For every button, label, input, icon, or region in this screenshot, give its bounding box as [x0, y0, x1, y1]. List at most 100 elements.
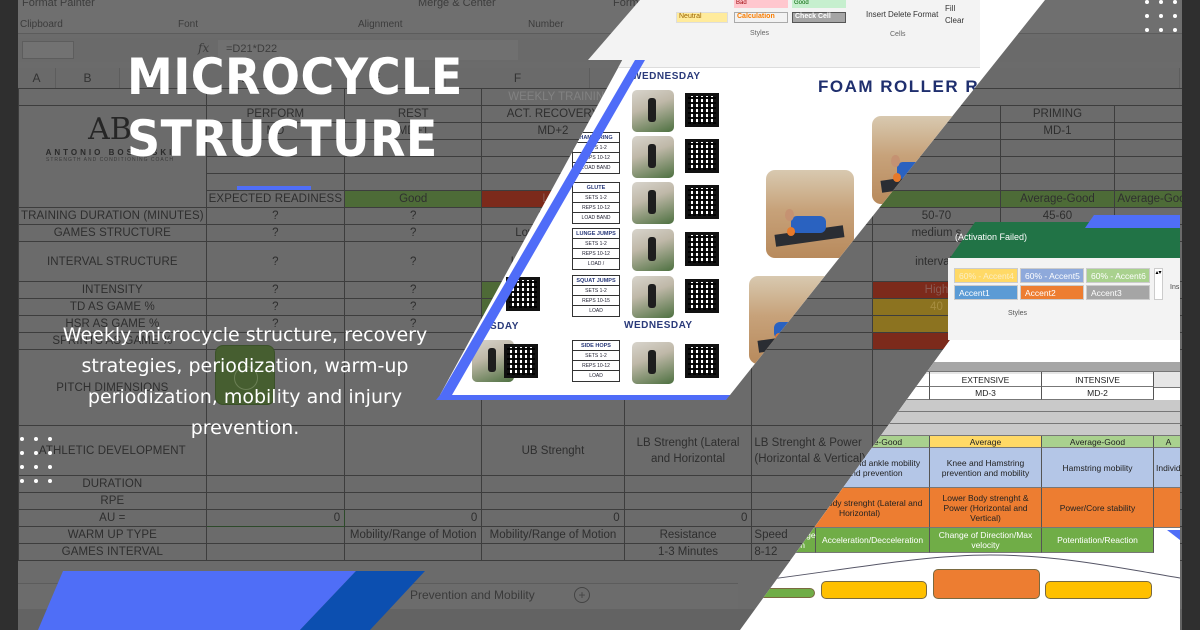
styles-group-label: Styles	[750, 30, 770, 37]
delete-button[interactable]: Delete	[888, 10, 912, 19]
column-header-e[interactable]: E	[308, 68, 446, 88]
cell-styles-gallery: 60% - Accent4 60% - Accent5 60% - Accent…	[948, 258, 1180, 340]
style-accent5[interactable]: 60% - Accent5	[1020, 268, 1084, 283]
ruler	[580, 60, 980, 68]
qr-code-icon[interactable]	[685, 185, 719, 219]
style-accent1[interactable]: Accent1	[954, 285, 1018, 300]
style-accent2[interactable]: Accent2	[1020, 285, 1084, 300]
md-label[interactable]: MD+1	[344, 122, 483, 140]
exercise-photo	[632, 136, 674, 178]
readiness-cell[interactable]: Average-Good	[1114, 190, 1195, 208]
style-accent3[interactable]: Accent3	[1086, 285, 1150, 300]
load-bar	[745, 588, 815, 598]
hero-title: MICROCYCLE STRUCTURE	[127, 46, 463, 170]
speed-cell[interactable]: Acceleration/Decceleration	[816, 528, 930, 553]
insert-button[interactable]: Ins	[1170, 284, 1180, 291]
load-bar	[821, 581, 927, 599]
cells-editing-ribbon: Insert Delete Format Cells Fill Clear	[860, 0, 980, 60]
hero-title-line2: STRUCTURE	[127, 110, 438, 168]
style-check-cell[interactable]: Check Cell	[792, 12, 846, 23]
sheet-tab-prevention[interactable]: Prevention and Mobility	[410, 588, 535, 602]
exercise-photo	[632, 229, 674, 271]
readiness-cell[interactable]: Good	[344, 190, 483, 208]
day-label[interactable]: ACT. RECOVERY	[481, 105, 625, 123]
style-accent6[interactable]: 60% - Accent6	[1086, 268, 1150, 283]
ribbon-group-font: Font	[178, 19, 199, 30]
format-button[interactable]: Format	[913, 10, 939, 19]
row-label: GAMES INTERVAL	[18, 543, 207, 561]
style-calculation[interactable]: Calculation	[734, 12, 788, 23]
readiness-cell[interactable]: Average	[930, 436, 1042, 448]
column-header-a[interactable]: A	[18, 68, 56, 88]
day-header: WEDNESDAY	[624, 320, 693, 331]
format-painter-button[interactable]: Format Painter	[22, 0, 95, 9]
clear-button[interactable]: Clear	[945, 16, 965, 25]
formula-input[interactable]: =D21*D22	[218, 40, 518, 60]
hero-subtitle: Weekly microcycle structure, recovery st…	[62, 324, 428, 439]
column-header-d[interactable]: D	[184, 68, 308, 88]
logo-cell	[18, 105, 207, 208]
fx-icon[interactable]: fx	[198, 41, 210, 55]
readiness-cell[interactable]: Average-Good	[1042, 436, 1154, 448]
row-label: TD AS GAME %	[18, 298, 207, 316]
row-label: AU =	[18, 509, 207, 527]
exercise-photo	[632, 90, 674, 132]
qr-code-icon[interactable]	[685, 344, 719, 378]
exercise-photo	[632, 276, 674, 318]
row-label: PITCH DIMENSIONS	[18, 349, 207, 426]
gallery-scroll[interactable]: ▴▾	[1154, 268, 1163, 300]
speed-cell[interactable]: Potentiation/Reaction	[1042, 528, 1154, 553]
logo-tagline: STRENGTH AND CONDITIONING COACH	[46, 157, 174, 163]
style-neutral[interactable]: Neutral	[676, 12, 728, 23]
hero-title-line1: MICROCYCLE	[127, 48, 463, 106]
day-label[interactable]: PERFORM	[205, 105, 346, 123]
merge-center-button[interactable]: Merge & Center	[418, 0, 496, 9]
column-header-f[interactable]: F	[446, 68, 590, 88]
add-sheet-button[interactable]: +	[574, 587, 590, 603]
load-curve	[740, 554, 1180, 584]
banner-row[interactable]	[820, 362, 1180, 372]
qr-code-icon[interactable]	[685, 139, 719, 173]
insert-button[interactable]: Insert	[866, 10, 887, 19]
mobility-cell[interactable]: Knee and Hamstring prevention and mobili…	[930, 448, 1042, 488]
md-label[interactable]: MD-1	[999, 122, 1116, 140]
exercise-card: GLUTE SETS 1-2 REPS 10-12 LOAD BAND	[572, 182, 620, 224]
mobility-cell[interactable]: Hamstring mobility	[1042, 448, 1154, 488]
strength-cell[interactable]: Power/Core stability	[1042, 488, 1154, 528]
readiness-cell[interactable]: Average-Good	[999, 190, 1116, 208]
day-label[interactable]: PRIMING	[999, 105, 1116, 123]
selected-cell[interactable]: 0	[205, 509, 346, 527]
qr-code-icon[interactable]	[685, 93, 719, 127]
row-label: DURATION	[18, 475, 207, 493]
dot-grid-icon	[20, 437, 52, 483]
name-box[interactable]	[22, 41, 74, 59]
exercise-photo	[632, 182, 674, 224]
row-label: GAMES STRUCTURE	[18, 224, 207, 242]
column-header-c[interactable]: C	[120, 68, 184, 88]
column-header-b[interactable]: B	[56, 68, 120, 88]
row-label: INTENSITY	[18, 281, 207, 299]
speed-cell[interactable]: Change of Direction/Max velocity	[930, 528, 1042, 553]
qr-code-icon[interactable]	[504, 344, 538, 378]
style-good[interactable]: Good	[792, 0, 846, 8]
fill-button[interactable]: Fill	[945, 4, 956, 13]
title-underline	[237, 186, 311, 190]
style-accent4[interactable]: 60% - Accent4	[954, 268, 1018, 283]
cells-group-label: Cells	[890, 31, 906, 38]
qr-code-icon[interactable]	[685, 232, 719, 266]
exercise-card: SIDE HOPS SETS 1-2 REPS 10-12 LOAD	[572, 340, 620, 382]
style-bad[interactable]: Bad	[734, 0, 788, 8]
logo-name: ANTONIO BOSHESKI	[45, 148, 175, 157]
strength-cell[interactable]: Lower Body strenght & Power (Horizontal …	[930, 488, 1042, 528]
window-edge-right	[1182, 0, 1200, 630]
qr-code-icon[interactable]	[685, 279, 719, 313]
exercise-card: LUNGE JUMPS SETS 1-2 REPS 10-12 LOAD /	[572, 228, 620, 270]
